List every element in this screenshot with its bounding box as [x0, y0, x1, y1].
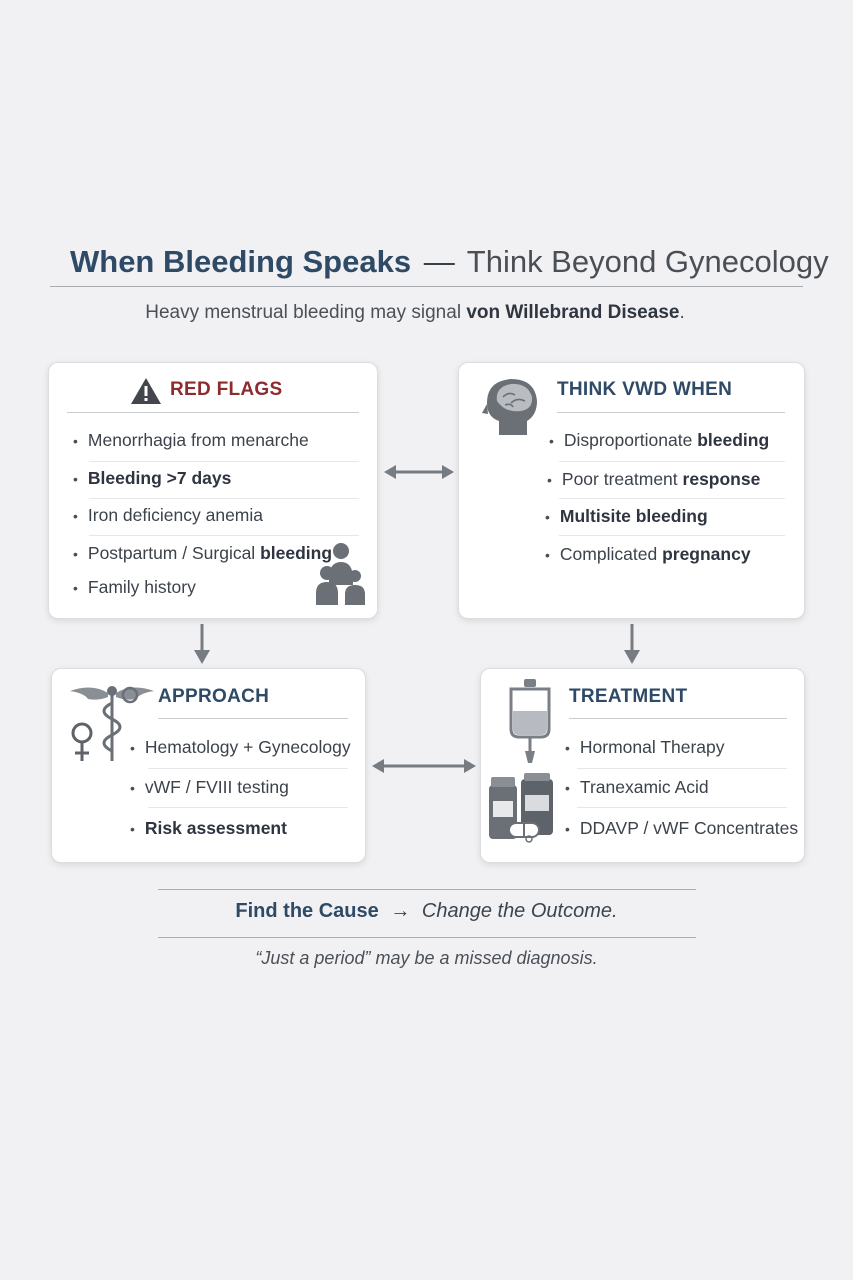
- title-separator: —: [423, 244, 455, 279]
- list-item: •Tranexamic Acid: [565, 777, 709, 797]
- list-item: •Family history: [73, 577, 196, 597]
- connector-arrow-right-down: [624, 624, 640, 664]
- approach-heading: APPROACH: [158, 686, 270, 707]
- think-vwd-heading: THINK VWD WHEN: [557, 379, 733, 400]
- treatment-rule: [569, 718, 787, 719]
- footer-arrow: →: [390, 900, 411, 922]
- item-separator: [89, 498, 359, 499]
- list-item: •vWF / FVIII testing: [130, 777, 289, 797]
- footer-outcome: Change the Outcome.: [421, 900, 618, 922]
- subtitle: Heavy menstrual bleeding may signal von …: [0, 302, 830, 324]
- approach-rule: [158, 718, 348, 719]
- footer-tagline: Find the Cause → Change the Outcome.: [0, 900, 853, 923]
- medication-bottles-icon: [489, 773, 553, 843]
- list-item: •Hematology + Gynecology: [130, 737, 351, 757]
- title-rest: Think Beyond Gynecology: [466, 244, 829, 279]
- list-item: •Bleeding >7 days: [73, 468, 232, 488]
- list-item: •Complicated pregnancy: [545, 544, 751, 564]
- iv-bag-icon: [509, 679, 551, 763]
- footer-cause: Find the Cause: [235, 900, 379, 922]
- family-icon: [316, 543, 365, 605]
- caduceus-icon: [70, 686, 154, 761]
- red-flags-rule: [67, 412, 359, 413]
- treatment-heading: TREATMENT: [569, 686, 688, 707]
- list-item: •Iron deficiency anemia: [73, 505, 264, 525]
- list-item: •Risk assessment: [130, 818, 287, 838]
- brain-head-icon: [482, 379, 537, 435]
- footer-quote: “Just a period” may be a missed diagnosi…: [255, 948, 598, 968]
- subtitle-bold: von Willebrand Disease: [466, 302, 680, 323]
- red-flags-heading: RED FLAGS: [170, 379, 283, 400]
- list-item: •Postpartum / Surgical bleeding: [73, 543, 333, 563]
- item-separator: [89, 535, 359, 536]
- connector-arrow-left-down: [194, 624, 210, 664]
- item-separator: [559, 461, 785, 462]
- footer-divider-bottom: [158, 937, 696, 938]
- subtitle-lead: Heavy menstrual bleeding may signal: [145, 302, 462, 323]
- list-item: •Multisite bleeding: [545, 506, 708, 526]
- connector-arrow-bottom: [372, 759, 476, 773]
- list-item: •Hormonal Therapy: [565, 737, 725, 757]
- subtitle-tail: .: [679, 302, 685, 323]
- list-item: •Disproportionate bleeding: [549, 430, 770, 450]
- title-divider: [50, 286, 803, 287]
- item-separator: [559, 498, 785, 499]
- list-item: •Poor treatment response: [547, 469, 761, 489]
- item-separator: [577, 807, 787, 808]
- red-flags-card: RED FLAGS •Menorrhagia from menarche •Bl…: [48, 362, 378, 619]
- treatment-card: TREATMENT •Hormonal Therapy •Tranexamic …: [480, 668, 805, 863]
- think-vwd-rule: [557, 412, 785, 413]
- list-item: •Menorrhagia from menarche: [73, 430, 309, 450]
- footer-divider-top: [158, 889, 696, 890]
- item-separator: [89, 461, 359, 462]
- page-title: When Bleeding Speaks — Think Beyond Gyne…: [70, 240, 829, 284]
- item-separator: [148, 807, 348, 808]
- approach-card: APPROACH •Hematology + Gynecology •vWF /…: [51, 668, 366, 863]
- list-item: •DDAVP / vWF Concentrates: [565, 818, 799, 838]
- think-vwd-card: THINK VWD WHEN •Disproportionate bleedin…: [458, 362, 805, 619]
- connector-arrow-top: [384, 465, 454, 479]
- item-separator: [148, 768, 348, 769]
- title-strong: When Bleeding Speaks: [70, 244, 412, 279]
- item-separator: [577, 768, 787, 769]
- warning-triangle-icon: [131, 378, 161, 404]
- item-separator: [559, 535, 785, 536]
